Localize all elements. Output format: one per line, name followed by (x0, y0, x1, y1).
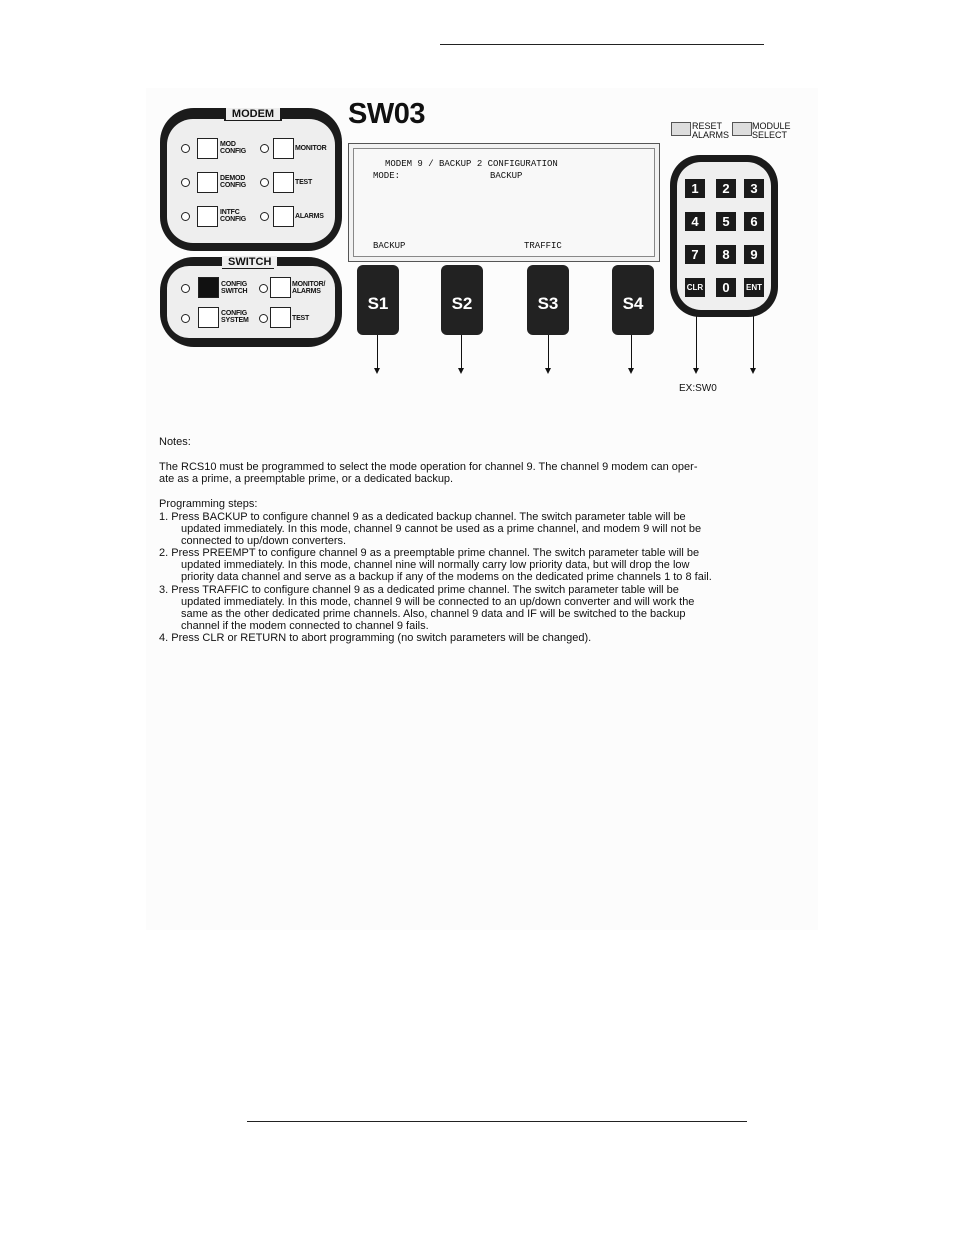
softkey-s4-label: S4 (622, 294, 644, 313)
lcd-line1: MODEM 9 / BACKUP 2 CONFIGURATION (385, 159, 558, 169)
switch-panel (160, 257, 342, 347)
step1-line1: 1. Press BACKUP to configure channel 9 a… (159, 511, 686, 523)
switch-test-led (259, 314, 268, 323)
key-ent[interactable]: ENT (744, 278, 764, 297)
mod-config-led (181, 144, 190, 153)
arrow-down-icon (693, 368, 699, 374)
notes-heading: Notes: (159, 436, 191, 448)
softkey-s2-label: S2 (451, 294, 473, 313)
modem-panel-title: MODEM (224, 108, 282, 121)
config-switch-label: CONFIG SWITCH (221, 281, 248, 295)
arrow-down-icon (750, 368, 756, 374)
modem-panel (160, 108, 342, 251)
intfc-config-led (181, 212, 190, 221)
ex-label: EX:SW0 (679, 383, 717, 394)
module-select-label: MODULE SELECT (752, 121, 791, 140)
lcd-mode-value: BACKUP (490, 171, 523, 181)
step3-line1: 3. Press TRAFFIC to configure channel 9 … (159, 584, 679, 596)
test-button[interactable] (273, 172, 294, 193)
arrow-line-s3 (548, 335, 549, 368)
arrow-line-s1 (377, 335, 378, 368)
arrow-down-icon (374, 368, 380, 374)
step1-line3: connected to up/down converters. (181, 535, 347, 547)
demod-config-button[interactable] (197, 172, 218, 193)
arrow-line-s2 (461, 335, 462, 368)
alarms-label: ALARMS (295, 213, 324, 220)
config-system-led (181, 314, 190, 323)
mod-config-button[interactable] (197, 138, 218, 159)
key-9[interactable]: 9 (744, 245, 764, 264)
key-1[interactable]: 1 (685, 179, 705, 198)
monitor-led (260, 144, 269, 153)
switch-test-label: TEST (292, 315, 310, 322)
step4-line1: 4. Press CLR or RETURN to abort programm… (159, 632, 592, 644)
monitor-alarms-label: MONITOR/ ALARMS (292, 281, 326, 295)
arrow-line-ent (753, 295, 754, 368)
step2-line3: priority data channel and serve as a bac… (181, 571, 712, 583)
reset-alarms-button[interactable] (671, 122, 691, 136)
top-rule (440, 44, 764, 45)
key-clr[interactable]: CLR (685, 278, 705, 297)
lcd-display (348, 143, 660, 262)
test-led (260, 178, 269, 187)
step3-line3: same as the other dedicated prime channe… (181, 608, 686, 620)
config-switch-led (181, 284, 190, 293)
mod-config-label: MOD CONFIG (220, 141, 247, 155)
monitor-button[interactable] (273, 138, 294, 159)
intfc-config-button[interactable] (197, 206, 218, 227)
alarms-button[interactable] (273, 206, 294, 227)
lcd-softkey1-label: BACKUP (373, 241, 406, 251)
arrow-down-icon (545, 368, 551, 374)
step1-line2: updated immediately. In this mode, chann… (181, 523, 702, 535)
key-2[interactable]: 2 (716, 179, 736, 198)
step2-line1: 2. Press PREEMPT to configure channel 9 … (159, 547, 700, 559)
steps-heading: Programming steps: (159, 498, 258, 510)
config-switch-button[interactable] (198, 277, 219, 298)
switch-panel-title: SWITCH (222, 256, 278, 269)
lcd-softkey2-label: TRAFFIC (524, 241, 562, 251)
key-8[interactable]: 8 (716, 245, 736, 264)
screen-title: SW03 (348, 98, 425, 130)
step3-line2: updated immediately. In this mode, chann… (181, 596, 695, 608)
demod-config-led (181, 178, 190, 187)
notes-intro-line2: ate as a prime, a preemptable prime, or … (159, 473, 454, 485)
softkey-s3[interactable]: S3 (527, 265, 569, 335)
key-4[interactable]: 4 (685, 212, 705, 231)
test-label: TEST (295, 179, 313, 186)
demod-config-label: DEMOD CONFIG (220, 175, 247, 189)
softkey-s4[interactable]: S4 (612, 265, 654, 335)
alarms-led (260, 212, 269, 221)
key-0[interactable]: 0 (716, 278, 736, 297)
reset-alarms-label: RESET ALARMS (692, 121, 730, 140)
monitor-label: MONITOR (295, 145, 327, 152)
step3-line4: channel if the modem connected to channe… (181, 620, 429, 632)
config-system-button[interactable] (198, 307, 219, 328)
key-6[interactable]: 6 (744, 212, 764, 231)
lcd-mode-label: MODE: (373, 171, 401, 181)
softkey-s3-label: S3 (537, 294, 559, 313)
arrow-down-icon (458, 368, 464, 374)
notes-intro-line1: The RCS10 must be programmed to select t… (159, 461, 698, 473)
step2-line2: updated immediately. In this mode, chann… (181, 559, 690, 571)
key-7[interactable]: 7 (685, 245, 705, 264)
config-system-label: CONFIG SYSTEM (221, 310, 249, 324)
bottom-rule (247, 1121, 747, 1122)
arrow-down-icon (628, 368, 634, 374)
arrow-line-clr (696, 295, 697, 368)
arrow-line-s4 (631, 335, 632, 368)
softkey-s1[interactable]: S1 (357, 265, 399, 335)
module-select-button[interactable] (732, 122, 752, 136)
monitor-alarms-button[interactable] (270, 277, 291, 298)
key-5[interactable]: 5 (716, 212, 736, 231)
softkey-s2[interactable]: S2 (441, 265, 483, 335)
key-3[interactable]: 3 (744, 179, 764, 198)
intfc-config-label: INTFC CONFIG (220, 209, 247, 223)
softkey-s1-label: S1 (367, 294, 389, 313)
switch-test-button[interactable] (270, 307, 291, 328)
monitor-alarms-led (259, 284, 268, 293)
